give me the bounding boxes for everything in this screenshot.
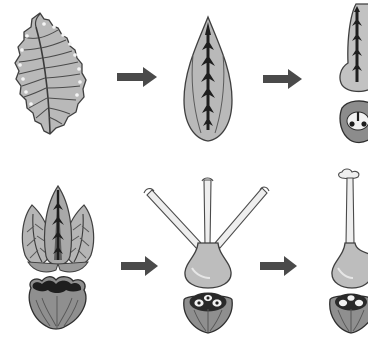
carpel-with-cross-section-icon bbox=[340, 4, 368, 142]
folded-leaf-icon bbox=[184, 17, 232, 141]
arrow-right-icon bbox=[117, 67, 157, 87]
single-style-pistil-icon bbox=[330, 169, 368, 333]
three-style-pistil-icon bbox=[144, 178, 269, 333]
serrated-leaf-icon bbox=[15, 13, 86, 134]
arrow-right-icon bbox=[263, 69, 302, 89]
arrow-right-icon bbox=[121, 256, 158, 276]
arrow-right-icon bbox=[260, 256, 297, 276]
three-leaf-whorl-with-section-icon bbox=[22, 186, 93, 329]
